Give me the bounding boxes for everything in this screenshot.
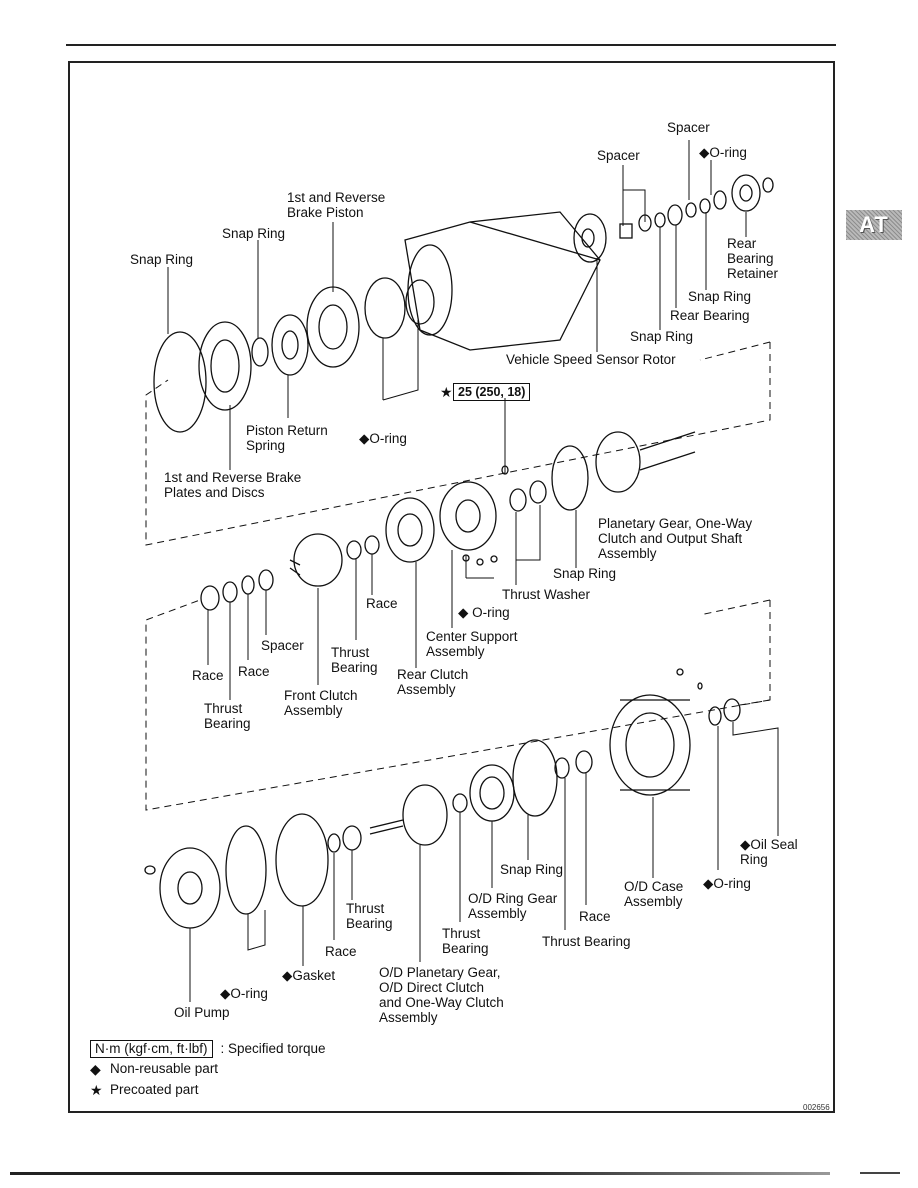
label-od-case-assembly: O/D Case Assembly	[624, 879, 684, 909]
legend-nonreusable-desc: Non-reusable part	[110, 1061, 219, 1076]
bottom-rule	[10, 1172, 830, 1175]
label-snap-ring-planetary: Snap Ring	[553, 566, 617, 581]
legend-nonreusable-row: ◆ Non-reusable part	[90, 1061, 218, 1077]
label-od-planetary-gear: O/D Planetary Gear, O/D Direct Clutch an…	[379, 965, 504, 1025]
label-spacer-top: Spacer	[667, 120, 710, 135]
torque-spec-box: 25 (250, 18)	[453, 383, 531, 401]
legend-torque-row: N·m (kgf·cm, ft·lbf) : Specified torque	[90, 1040, 326, 1058]
label-oring-piston: ◆O-ring	[359, 431, 407, 446]
diagram-frame	[68, 61, 835, 1113]
label-planetary-gear-assembly: Planetary Gear, One-Way Clutch and Outpu…	[598, 516, 753, 561]
figure-code: 002656	[803, 1103, 830, 1112]
label-rear-bearing-retainer: Rear Bearing Retainer	[727, 236, 779, 281]
label-race-od: Race	[579, 909, 611, 924]
label-vehicle-speed-sensor-rotor: Vehicle Speed Sensor Rotor	[506, 352, 676, 367]
label-snap-ring-od: Snap Ring	[500, 862, 564, 877]
precoated-star-icon: ★	[440, 384, 453, 400]
label-oring-top: ◆O-ring	[699, 145, 747, 160]
label-reverse-brake-plates: 1st and Reverse Brake Plates and Discs	[164, 470, 302, 500]
label-snap-ring-rear: Snap Ring	[688, 289, 752, 304]
legend-torque-unit: N·m (kgf·cm, ft·lbf)	[90, 1040, 213, 1058]
guide-line-1	[145, 342, 771, 546]
section-tab: AT	[846, 210, 902, 240]
label-race-pump: Race	[325, 944, 357, 959]
star-icon: ★	[90, 1082, 103, 1098]
transmission-case	[404, 211, 601, 351]
label-front-clutch-assembly: Front Clutch Assembly	[284, 688, 358, 718]
diamond-icon: ◆	[90, 1061, 101, 1077]
legend-precoated-desc: Precoated part	[110, 1082, 199, 1097]
od-parts	[144, 668, 741, 929]
label-gasket: ◆Gasket	[282, 968, 336, 983]
label-snap-ring-upper: Snap Ring	[222, 226, 286, 241]
label-oil-pump: Oil Pump	[174, 1005, 230, 1020]
label-thrust-washer: Thrust Washer	[502, 587, 591, 602]
label-thrust-bearing-left: Thrust Bearing	[204, 701, 251, 731]
brake-parts	[153, 277, 435, 433]
label-race-left2: Race	[238, 664, 270, 679]
label-oring-center: ◆ O-ring	[458, 605, 510, 620]
planetary-output-shaft	[200, 431, 696, 611]
label-center-support-assembly: Center Support Assembly	[426, 629, 518, 659]
label-od-ring-gear-assembly: O/D Ring Gear Assembly	[468, 891, 558, 921]
label-race-left1: Race	[192, 668, 224, 683]
label-spacer-mid: Spacer	[261, 638, 304, 653]
label-rear-bearing: Rear Bearing	[670, 308, 750, 323]
legend-precoated-row: ★ Precoated part	[90, 1082, 199, 1098]
label-thrust-bearing-od-planetary: Thrust Bearing	[442, 926, 489, 956]
label-oring-pump: ◆O-ring	[220, 986, 268, 1001]
legend-torque-desc: : Specified torque	[220, 1041, 326, 1056]
label-snap-ring-speed: Snap Ring	[630, 329, 694, 344]
label-thrust-bearing-od: Thrust Bearing	[542, 934, 631, 949]
label-race-mid: Race	[366, 596, 398, 611]
label-oil-seal-ring: ◆Oil Seal Ring	[740, 837, 798, 867]
top-rule	[66, 44, 836, 46]
label-thrust-bearing-mid: Thrust Bearing	[331, 645, 378, 675]
label-thrust-bearing-pump: Thrust Bearing	[346, 901, 393, 931]
label-piston-return-spring: Piston Return Spring	[246, 423, 328, 453]
label-oring-od-case: ◆O-ring	[703, 876, 751, 891]
label-rear-clutch-assembly: Rear Clutch Assembly	[397, 667, 469, 697]
bottom-rule-short	[860, 1172, 900, 1174]
label-reverse-brake-piston: 1st and Reverse Brake Piston	[287, 190, 386, 220]
label-spacer-left: Spacer	[597, 148, 640, 163]
label-snap-ring-far-left: Snap Ring	[130, 252, 194, 267]
